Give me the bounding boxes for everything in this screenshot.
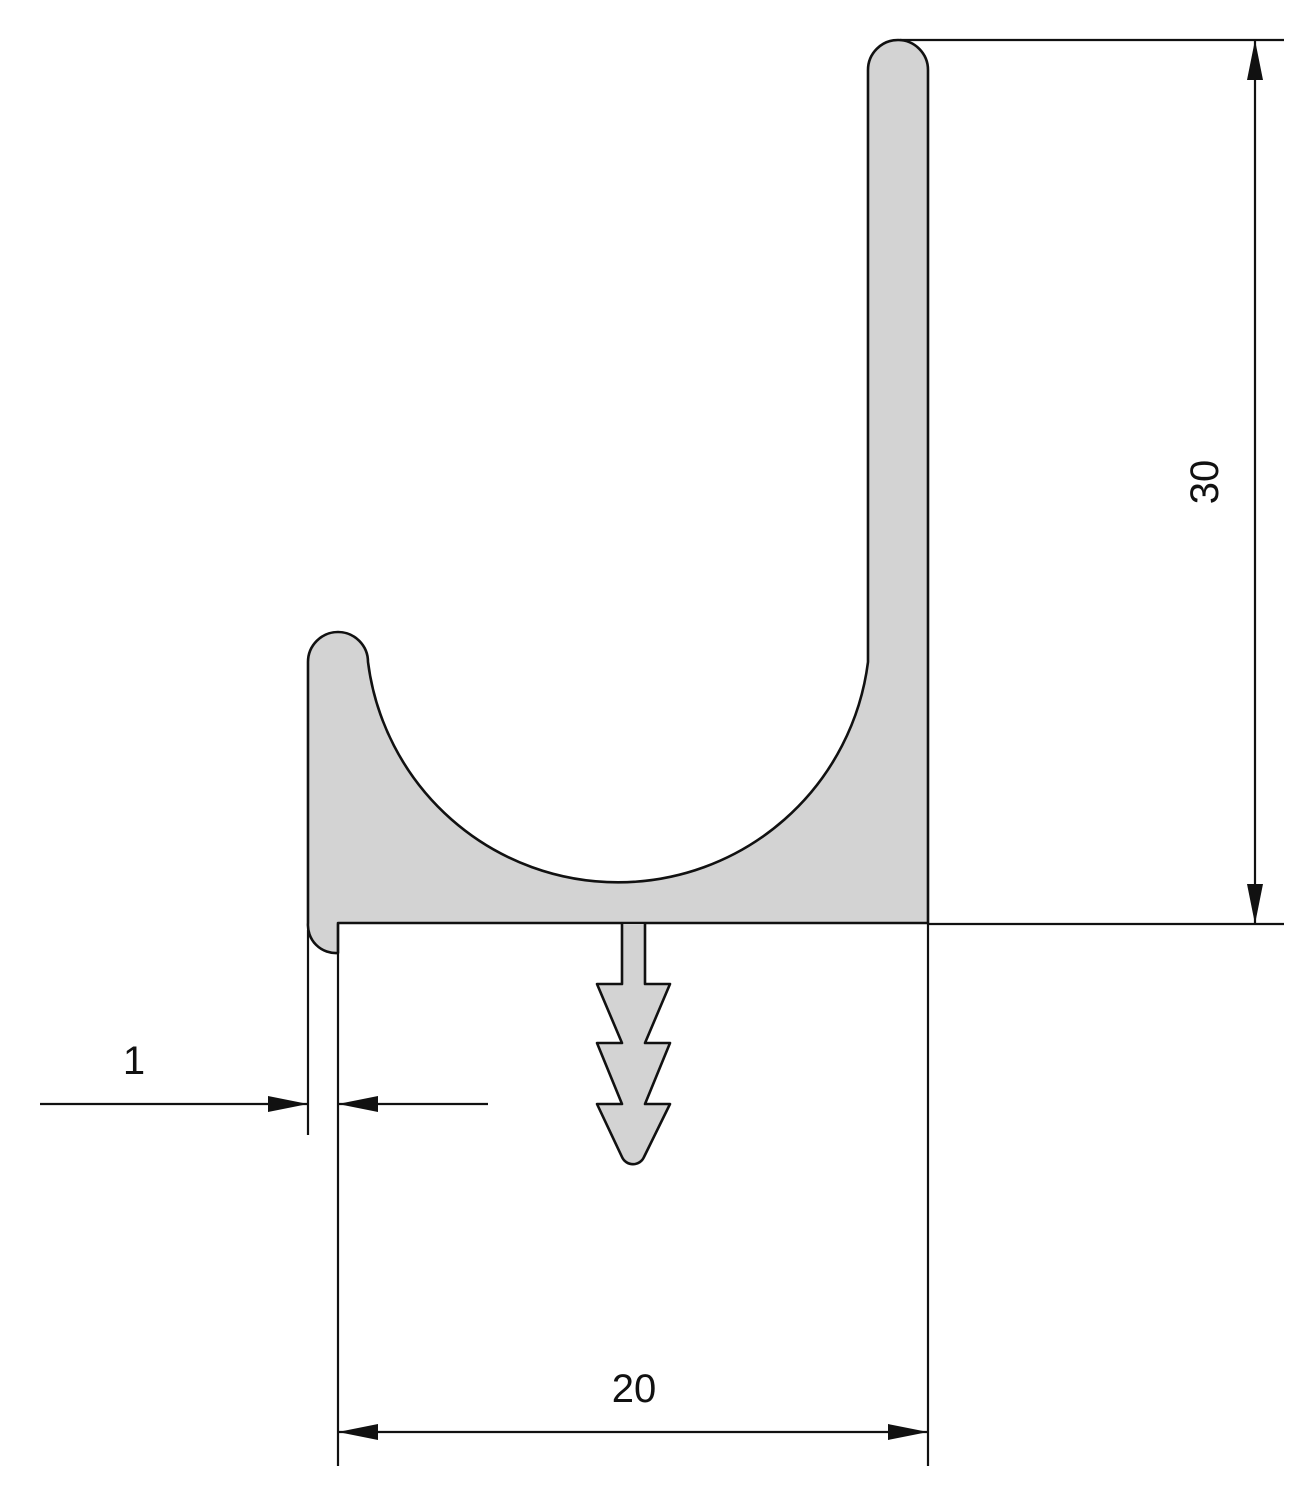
extension-lines bbox=[306, 38, 1284, 1466]
barbed-tongue bbox=[595, 924, 672, 1166]
profile-body bbox=[306, 38, 930, 955]
thickness-dimension-label: 1 bbox=[123, 1039, 145, 1083]
width-dimension-label: 20 bbox=[612, 1367, 657, 1411]
height-dimension-label: 30 bbox=[1183, 460, 1227, 505]
